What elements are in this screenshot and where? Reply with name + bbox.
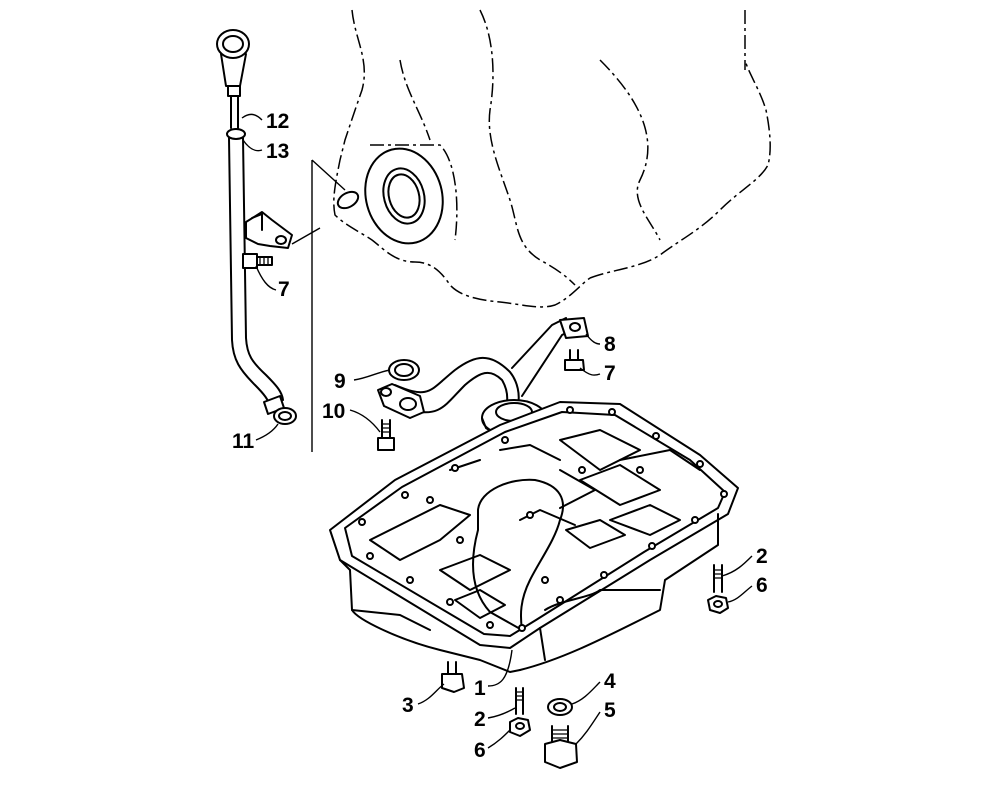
callout-bolt-strainer-bracket: 7 <box>604 362 616 385</box>
leader-line-c1 <box>487 649 513 687</box>
stud-right <box>713 564 723 593</box>
pan-bolt-hole <box>720 490 728 498</box>
pan-bolt-hole <box>401 491 409 499</box>
group-boundary-line <box>291 159 346 452</box>
pan-bolt-hole <box>600 571 608 579</box>
oil-pan <box>329 401 739 673</box>
pan-bolt-hole <box>636 466 644 474</box>
callout-stud-right: 2 <box>756 545 768 568</box>
pan-bolt-hole <box>358 518 366 526</box>
callout-oil-strainer: 8 <box>604 333 616 356</box>
pan-bolt-hole <box>566 406 574 414</box>
callout-bolt-strainer-flange: 10 <box>322 400 345 423</box>
pan-bolt-hole <box>541 576 549 584</box>
callout-dipstick-tube: 13 <box>266 140 289 163</box>
callout-washer: 4 <box>604 670 616 693</box>
callout-o-ring-dipstick: 11 <box>232 430 255 453</box>
callout-o-ring-strainer: 9 <box>334 370 346 393</box>
pan-bolt-hole <box>652 432 660 440</box>
pan-bolt-hole <box>608 408 616 416</box>
leader-line-c4 <box>571 681 601 705</box>
leader-line-c12 <box>241 113 263 121</box>
pan-bolt-hole <box>578 466 586 474</box>
pan-bolt-hole <box>406 576 414 584</box>
callout-oil-pan: 1 <box>474 677 486 700</box>
pan-bolt-hole <box>366 552 374 560</box>
dipstick-bracket <box>245 211 293 249</box>
dipstick <box>216 29 250 129</box>
drain-plug <box>544 725 578 769</box>
pan-bolt-hole <box>696 460 704 468</box>
leader-line-c6b <box>487 729 511 749</box>
o-ring-dipstick <box>273 407 297 425</box>
callout-bolt-flange: 3 <box>402 694 414 717</box>
pan-bolt-hole <box>486 621 494 629</box>
callout-nut-right: 6 <box>756 574 768 597</box>
leader-line-c3 <box>417 683 445 705</box>
pan-bolt-hole <box>556 596 564 604</box>
leader-line-c2b <box>487 707 516 719</box>
leader-line-c6a <box>727 585 753 603</box>
o-ring-strainer <box>388 359 420 381</box>
callout-drain-plug: 5 <box>604 699 616 722</box>
leader-line-c5 <box>575 711 601 745</box>
leader-line-c2a <box>721 555 753 577</box>
pan-bolt-hole <box>456 536 464 544</box>
pan-bolt-hole <box>691 516 699 524</box>
stud-bottom <box>515 687 524 715</box>
washer <box>547 698 573 716</box>
pan-bolt-hole <box>518 624 526 632</box>
dipstick-tube <box>226 128 285 415</box>
bolt-dipstick-bracket <box>242 253 273 269</box>
pan-bolt-hole <box>501 436 509 444</box>
pan-bolt-holes <box>358 406 728 632</box>
engine-block-outline <box>333 9 771 308</box>
leader-line-c7b <box>579 367 601 376</box>
leader-line-c13 <box>242 139 263 152</box>
leader-line-c11 <box>255 423 279 441</box>
bolt-strainer-flange <box>377 419 395 451</box>
leader-line-c8 <box>585 333 601 345</box>
bolt-flange <box>441 661 465 693</box>
pan-bolt-hole <box>426 496 434 504</box>
callout-bolt-dipstick-bracket: 7 <box>278 278 290 301</box>
nut-right <box>707 595 729 614</box>
callout-nut-bottom: 6 <box>474 739 486 762</box>
leader-line-c9 <box>353 369 391 381</box>
pan-bolt-hole <box>451 464 459 472</box>
leader-line-c7a <box>255 265 277 291</box>
bolt-strainer-bracket <box>564 349 585 371</box>
nut-bottom <box>509 717 531 737</box>
callout-stud-bottom: 2 <box>474 708 486 731</box>
callout-dipstick: 12 <box>266 110 289 133</box>
pan-bolt-hole <box>648 542 656 550</box>
pan-bolt-hole <box>446 598 454 606</box>
leader-line-c10 <box>349 409 381 433</box>
pan-bolt-hole <box>526 511 534 519</box>
